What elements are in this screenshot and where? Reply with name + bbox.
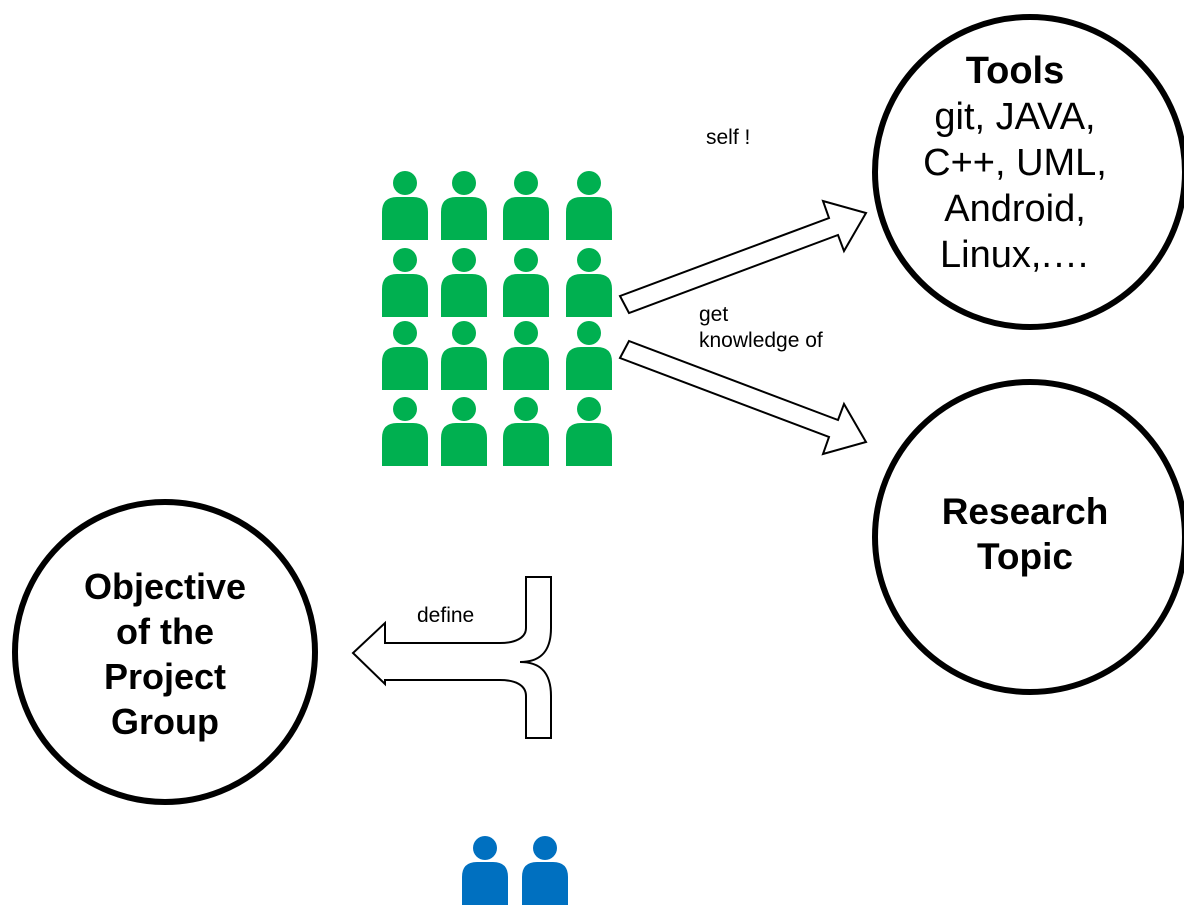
objective-node-text: Objective of the Project Group [40, 564, 290, 744]
person-icon [566, 321, 612, 390]
person-icon [522, 836, 568, 905]
tools-item: Android, [944, 188, 1086, 230]
person-icon [441, 397, 487, 466]
research-circle [872, 379, 1184, 695]
person-icon [503, 248, 549, 317]
person-icon [566, 248, 612, 317]
arrow-to-tools [618, 199, 868, 315]
tools-title: Tools [965, 50, 1065, 92]
objective-line: Objective [83, 566, 247, 607]
supervisor-group [462, 836, 568, 905]
person-icon [441, 171, 487, 240]
student-group [382, 171, 612, 466]
person-icon [382, 397, 428, 466]
tools-node-text: Tools git, JAVA, C++, UML, Android, Linu… [880, 48, 1150, 278]
person-icon [503, 171, 549, 240]
arrow-define [351, 576, 552, 739]
person-icon [382, 321, 428, 390]
person-icon [441, 248, 487, 317]
tools-item: C++, UML, [923, 142, 1107, 184]
objective-line: Group [111, 701, 219, 742]
tools-item: git, JAVA, [934, 96, 1096, 138]
person-icon [382, 171, 428, 240]
objective-line: Project [103, 656, 227, 697]
get-knowledge-label: get knowledge of [699, 302, 823, 354]
objective-circle [12, 499, 318, 805]
arrow-to-research [618, 339, 868, 456]
person-icon [566, 171, 612, 240]
person-icon [503, 321, 549, 390]
objective-line: of the [116, 611, 214, 652]
tools-circle [872, 14, 1184, 330]
person-icon [441, 321, 487, 390]
research-line: Research [941, 491, 1109, 532]
research-line: Topic [977, 536, 1073, 577]
self-label: self ! [706, 126, 751, 149]
tools-item: Linux,.… [940, 234, 1090, 276]
person-icon [566, 397, 612, 466]
person-icon [462, 836, 508, 905]
research-node-text: Research Topic [895, 489, 1155, 579]
get-knowledge-line: knowledge of [699, 329, 823, 352]
define-label: define [417, 604, 475, 627]
person-icon [503, 397, 549, 466]
get-knowledge-line: get [699, 303, 729, 326]
person-icon [382, 248, 428, 317]
